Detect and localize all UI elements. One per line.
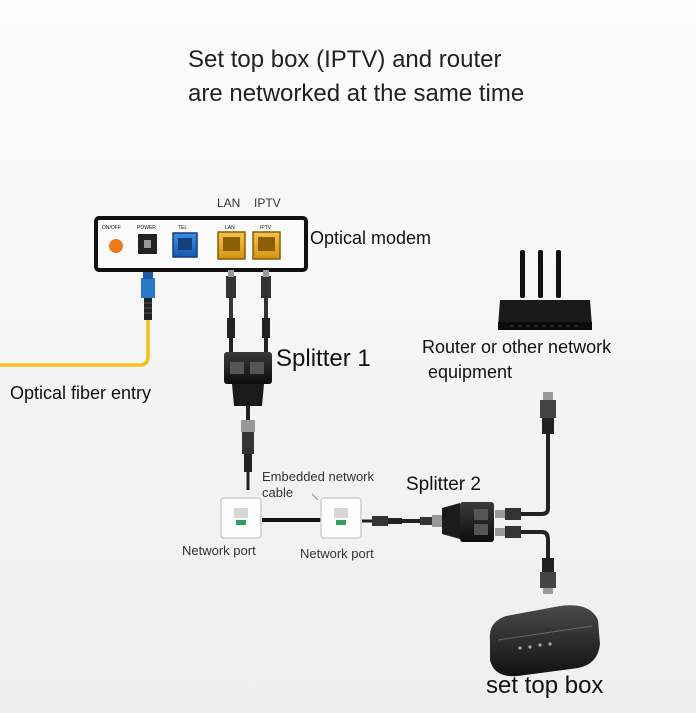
optical-fiber-label: Optical fiber entry: [10, 383, 152, 403]
network-port-left-label: Network port: [182, 543, 256, 558]
panel-lan-label: LAN: [225, 225, 235, 231]
optical-modem-label: Optical modem: [310, 228, 432, 248]
splitter-1: [224, 352, 272, 490]
network-port-right-label: Network port: [300, 546, 374, 561]
optical-modem: [94, 216, 308, 272]
splitter-2: [442, 502, 494, 542]
splitter1-label: Splitter 1: [276, 345, 371, 372]
embedded-cable-label-line2: cable: [262, 485, 294, 500]
set-top-box: [489, 605, 600, 677]
power-switch-button: [109, 239, 123, 253]
router-label-line2: equipment: [428, 362, 513, 382]
modem-to-splitter1-cables: [226, 270, 271, 355]
tel-port: [172, 232, 198, 258]
modem-top-iptv-label: IPTV: [254, 196, 281, 210]
set-top-box-label: set top box: [486, 672, 604, 699]
splitter2-output-cables: [495, 392, 556, 594]
optical-fiber: [0, 272, 155, 367]
diagram-title-line2: are networked at the same time: [188, 80, 525, 107]
router: [498, 250, 592, 330]
router-label-line1: Router or other network: [422, 337, 612, 357]
port-to-splitter2-cable: [362, 515, 442, 527]
splitter2-label: Splitter 2: [406, 474, 481, 495]
panel-power-label: POWER: [137, 225, 156, 231]
router-antenna: [520, 250, 525, 298]
embedded-cable-label-line1: Embedded network: [262, 469, 375, 484]
fiber-connector: [141, 278, 155, 298]
panel-tel-label: TEL: [178, 225, 188, 231]
panel-onoff-label: ON/OFF: [102, 225, 121, 231]
modem-top-lan-label: LAN: [217, 196, 241, 210]
panel-iptv-label: IPTV: [260, 225, 272, 231]
diagram-title-line1: Set top box (IPTV) and router: [188, 46, 502, 73]
wall-ports: [220, 493, 362, 539]
